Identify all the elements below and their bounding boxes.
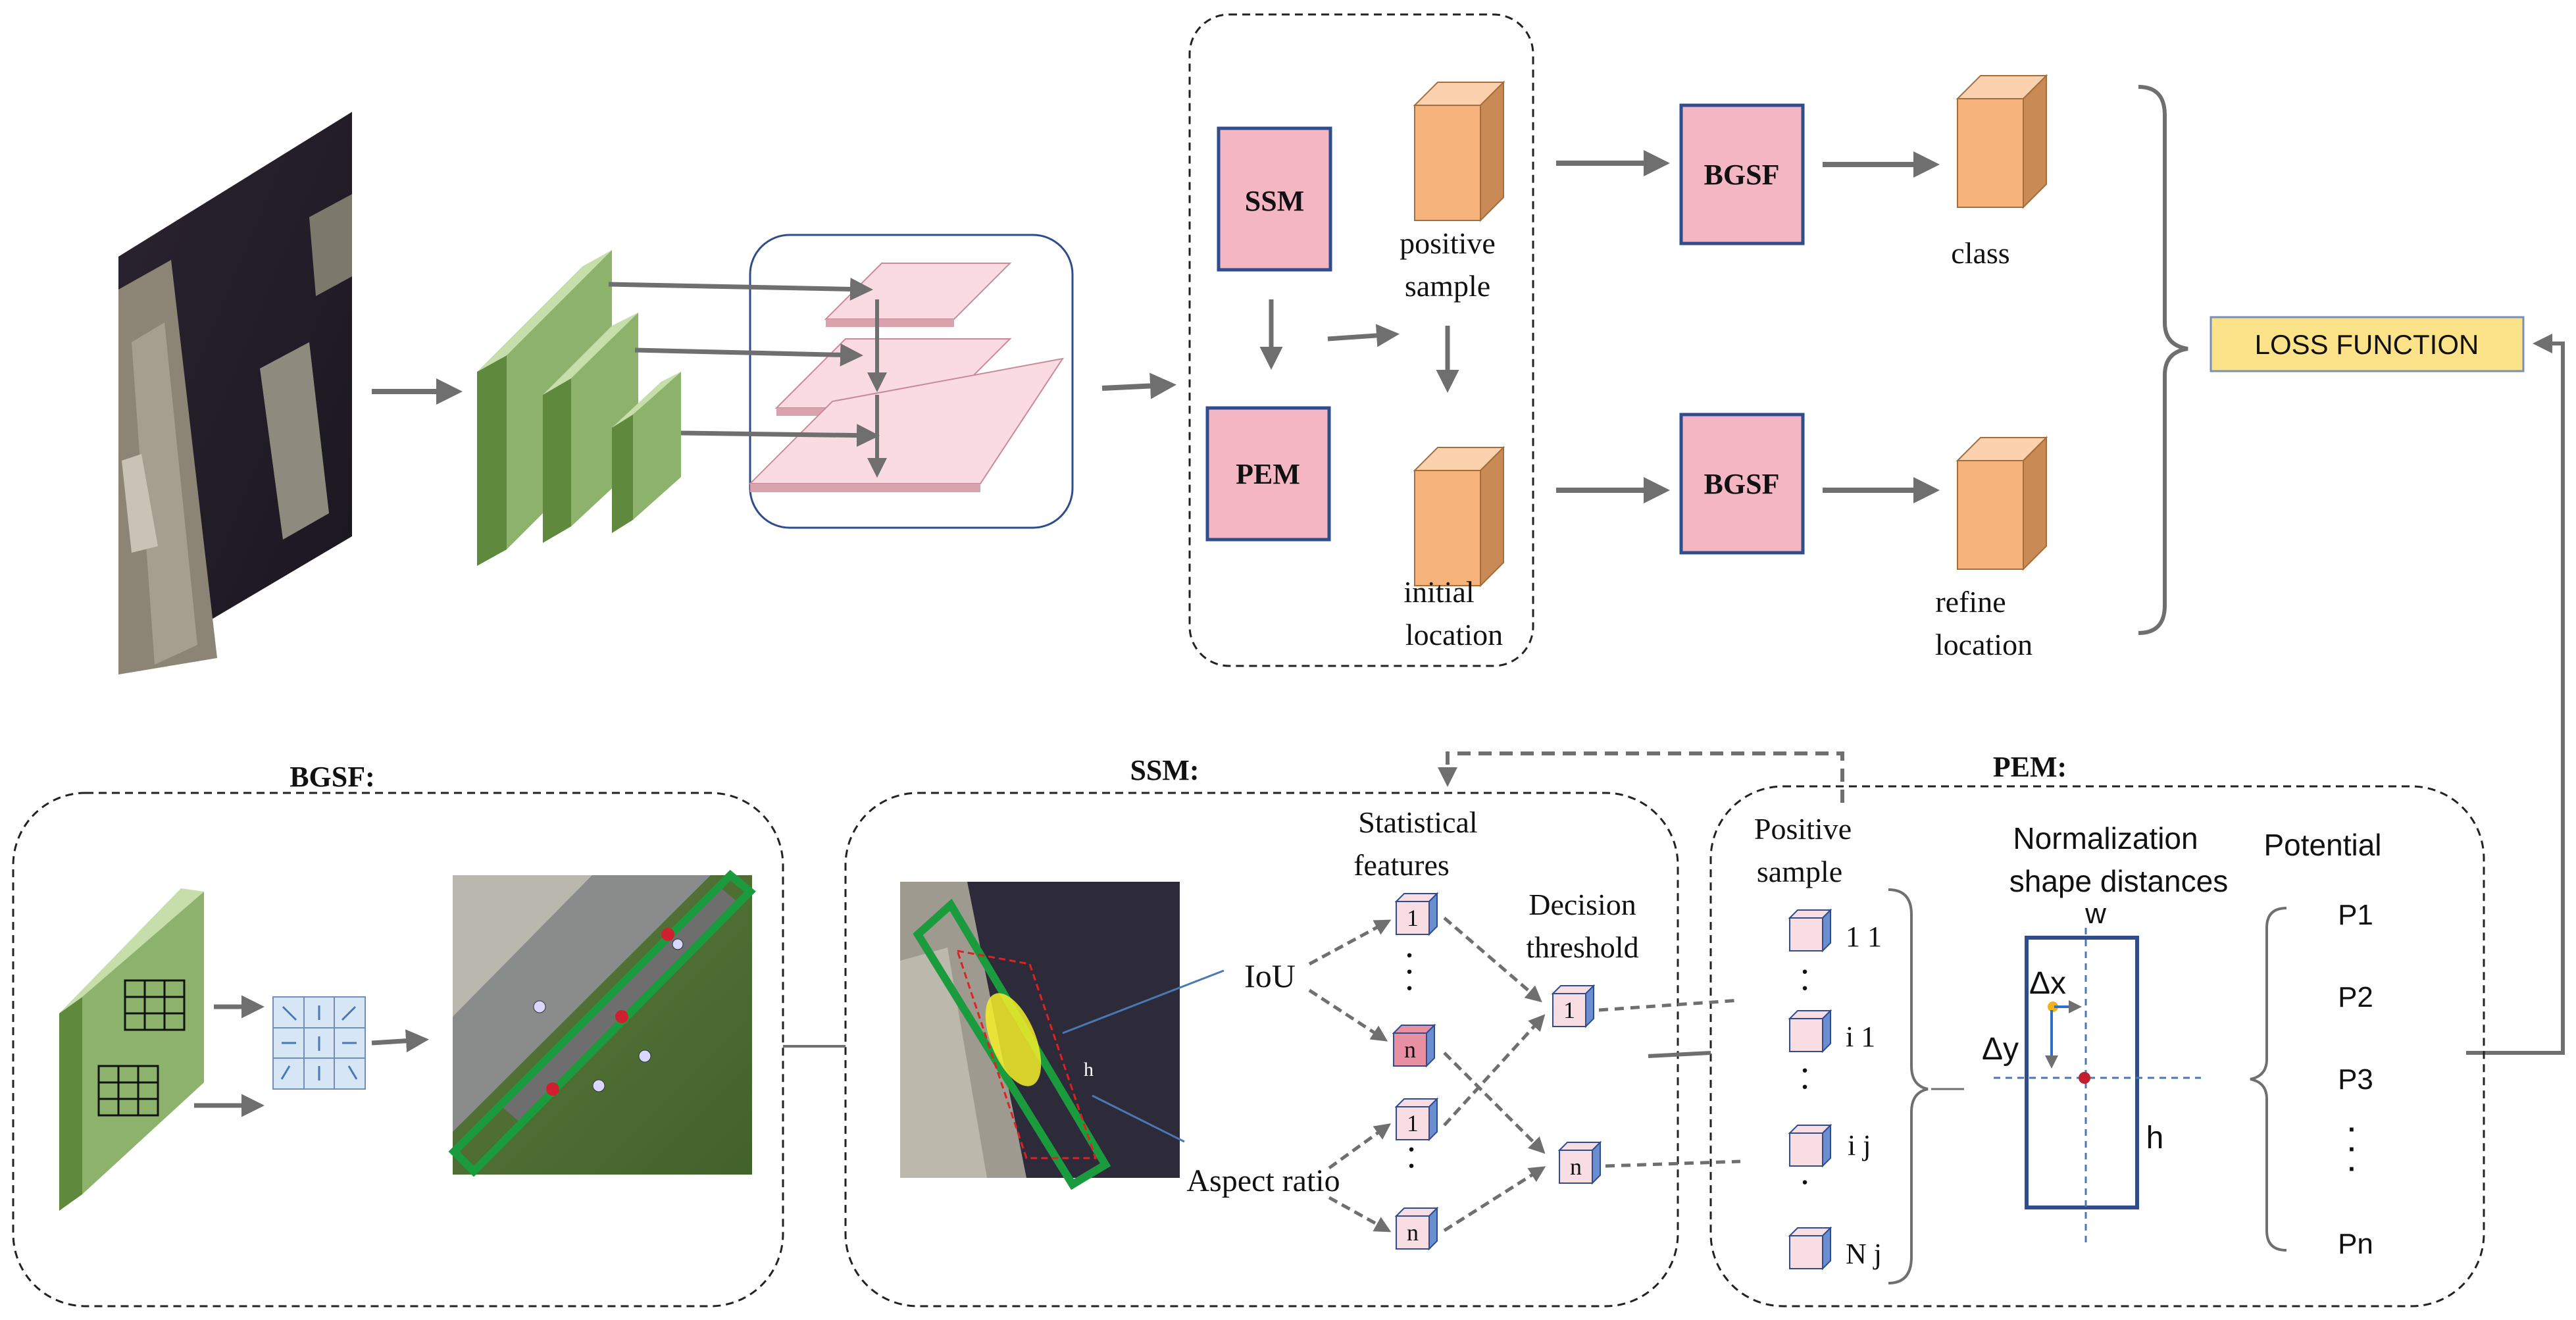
- decision-n-label: n: [1570, 1154, 1582, 1180]
- loss-function-box: [2210, 316, 2525, 372]
- ellipsis-dots: ·: [1405, 940, 1413, 970]
- ps-cube-4: [1788, 1226, 1832, 1271]
- feature-cube-na: [1392, 1023, 1436, 1068]
- ellipsis-dots: ·: [1800, 1167, 1809, 1197]
- potential-item-4: Pn: [2338, 1228, 2373, 1260]
- initial-location-cube: [1413, 445, 1505, 588]
- ellipsis-dots: ·: [1800, 973, 1809, 1003]
- potential-item-1: P1: [2338, 899, 2373, 931]
- potential-item-3: P3: [2338, 1063, 2373, 1096]
- initial-location-text-2: location: [1405, 618, 1503, 651]
- decision-threshold-text-1: Decision: [1528, 888, 1636, 921]
- bgsf-feature-map: [59, 888, 204, 1211]
- cube-na-label: n: [1404, 1036, 1416, 1063]
- iou-label: IoU: [1244, 957, 1296, 994]
- ellipsis-dots: ·: [1405, 973, 1413, 1003]
- ellipsis-dots: ·: [1407, 1151, 1415, 1180]
- pem-label: PEM: [1236, 458, 1300, 490]
- h-box-label: h: [2146, 1121, 2164, 1155]
- positive-sample-text-2: sample: [1405, 269, 1490, 303]
- class-label: class: [1951, 236, 2009, 270]
- ellipsis-dots: ·: [2348, 1155, 2356, 1184]
- ssm-box: [1217, 126, 1332, 272]
- cube-nb-label: n: [1407, 1219, 1419, 1246]
- bgsf-top-box: [1679, 103, 1805, 245]
- ps-item-4: N j: [1846, 1238, 1882, 1270]
- normalization-text-2: shape distances: [2009, 864, 2228, 898]
- bgsf-top-label: BGSF: [1704, 159, 1780, 191]
- backbone-block-3: [612, 372, 681, 533]
- output-brace: [2138, 85, 2188, 635]
- ellipsis-dots: ·: [2348, 1135, 2356, 1164]
- bgsf-ship-image: [448, 869, 756, 1177]
- ps-item-2: i 1: [1846, 1021, 1875, 1053]
- deformable-offset-grid: [272, 996, 366, 1090]
- refine-location-text-1: refine: [1935, 585, 2006, 619]
- input-aerial-image: [118, 112, 352, 674]
- dy-label: Δy: [1982, 1032, 2019, 1067]
- ps-item-1: 1 1: [1846, 921, 1882, 953]
- aspect-ratio-label: Aspect ratio: [1186, 1163, 1340, 1198]
- ssm-ship-image: [900, 882, 1180, 1190]
- initial-location-text-1: initial: [1403, 575, 1474, 609]
- ellipsis-dots: ·: [1800, 957, 1809, 986]
- potential-brace: [2250, 907, 2287, 1252]
- pem-section-title: PEM:: [1993, 751, 2067, 783]
- pem-positive-text-2: sample: [1757, 855, 1842, 888]
- ps-cube-2: [1788, 1009, 1832, 1053]
- feature-cube-1a: [1394, 892, 1439, 936]
- refine-location-cube: [1956, 436, 2048, 571]
- decision-cube-1: [1551, 984, 1596, 1028]
- ellipsis-dots: ·: [2348, 1115, 2356, 1144]
- ship-h-label: h: [1084, 1059, 1094, 1080]
- ps-cube-3: [1788, 1123, 1832, 1168]
- ssm-section: [844, 792, 1679, 1307]
- ellipsis-dots: ·: [1405, 957, 1413, 986]
- bgsf-section: [12, 792, 784, 1307]
- bgsf-section-title: BGSF:: [290, 761, 375, 793]
- bgsf-bottom-label: BGSF: [1704, 468, 1780, 500]
- cube-1a-label: 1: [1407, 905, 1419, 931]
- class-cube: [1956, 74, 2048, 209]
- potential-item-2: P2: [2338, 981, 2373, 1013]
- ellipsis-dots: ·: [1407, 1134, 1415, 1164]
- cube-1b-label: 1: [1407, 1110, 1419, 1136]
- feature-cube-1b: [1394, 1097, 1439, 1142]
- statistical-features-text-1: Statistical: [1358, 805, 1477, 839]
- offset-point: [2048, 1002, 2058, 1012]
- loss-function-label: LOSS FUNCTION: [2255, 329, 2479, 360]
- pem-section: [1709, 785, 2485, 1307]
- ellipsis-dots: ·: [1800, 1072, 1809, 1102]
- normalization-text-1: Normalization: [2013, 821, 2198, 855]
- w-label: w: [2084, 898, 2106, 930]
- positive-sample-text-1: positive: [1400, 226, 1496, 260]
- potential-label: Potential: [2263, 828, 2381, 862]
- ssm-label: SSM: [1245, 185, 1304, 217]
- statistical-features-text-2: features: [1353, 848, 1450, 882]
- ssm-pem-container: [1188, 13, 1534, 667]
- fpn-layers: [748, 263, 1065, 492]
- ps-cube-1: [1788, 908, 1832, 953]
- ps-item-3: i j: [1848, 1129, 1871, 1161]
- decision-threshold-text-2: threshold: [1526, 930, 1638, 964]
- positive-sample-cube: [1413, 80, 1505, 222]
- pem-positive-text-1: Positive: [1754, 812, 1852, 846]
- feature-cube-nb: [1394, 1206, 1439, 1251]
- decision-cube-n: [1557, 1140, 1602, 1185]
- ps-brace: [1888, 888, 1929, 1284]
- decision-1-label: 1: [1563, 997, 1575, 1023]
- dx-label: Δx: [2029, 966, 2066, 1001]
- ellipsis-dots: ·: [1800, 1055, 1809, 1085]
- ssm-section-title: SSM:: [1130, 754, 1199, 786]
- bgsf-bottom-box: [1679, 413, 1805, 555]
- pem-box: [1205, 406, 1331, 542]
- center-point: [2079, 1072, 2090, 1084]
- refine-location-text-2: location: [1935, 628, 2033, 661]
